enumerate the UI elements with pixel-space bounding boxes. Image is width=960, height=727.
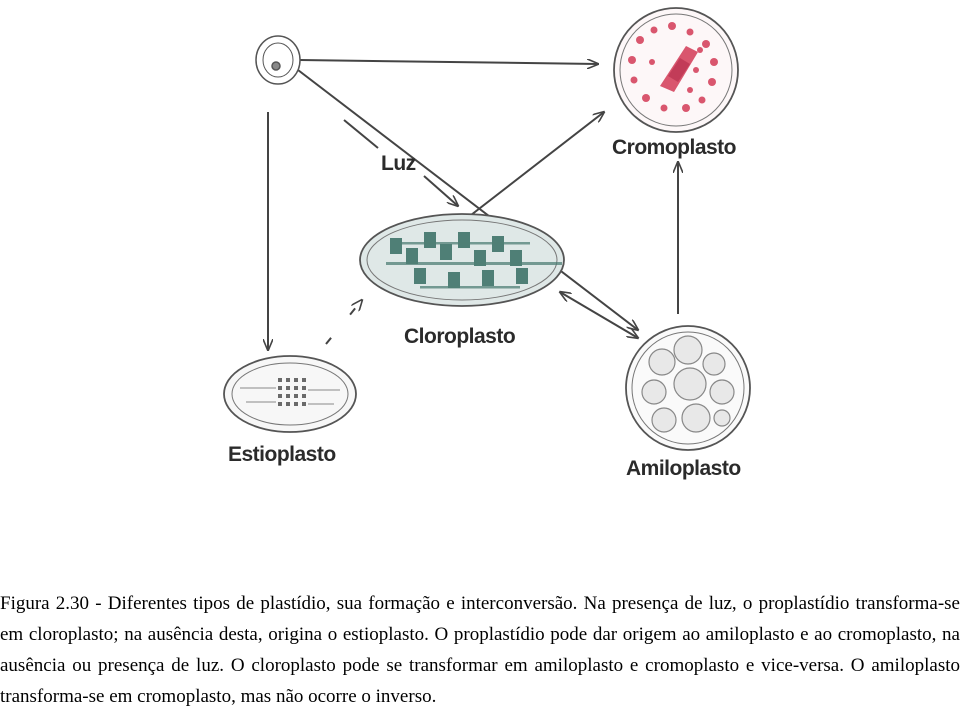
light-rays bbox=[343, 119, 458, 206]
arrow-proplastid-to-amyloplast bbox=[297, 69, 638, 330]
etioplast bbox=[223, 355, 357, 433]
conversion-arrows bbox=[268, 60, 678, 350]
chloroplast bbox=[359, 213, 565, 307]
label-etioplast: Estioplasto bbox=[228, 443, 336, 466]
arrow-proplastid-to-chromoplast bbox=[299, 60, 598, 64]
label-chromoplast: Cromoplasto bbox=[612, 136, 736, 159]
chromoplast bbox=[613, 7, 739, 133]
figure-caption: Figura 2.30 - Diferentes tipos de plastí… bbox=[0, 593, 960, 707]
arrow-chloroplast-to-chromoplast bbox=[461, 112, 604, 223]
proplastid bbox=[255, 35, 301, 85]
arrow-chloroplast-amyloplast bbox=[560, 292, 638, 338]
label-light: Luz bbox=[381, 152, 416, 175]
label-chloroplast: Cloroplasto bbox=[404, 325, 515, 348]
amyloplast bbox=[625, 325, 751, 451]
arrow-etioplast-to-chloroplast bbox=[325, 300, 362, 345]
plastid-diagram: Luz Cromoplasto Cloroplasto Estioplasto … bbox=[223, 7, 751, 480]
label-amyloplast: Amiloplasto bbox=[626, 457, 741, 480]
